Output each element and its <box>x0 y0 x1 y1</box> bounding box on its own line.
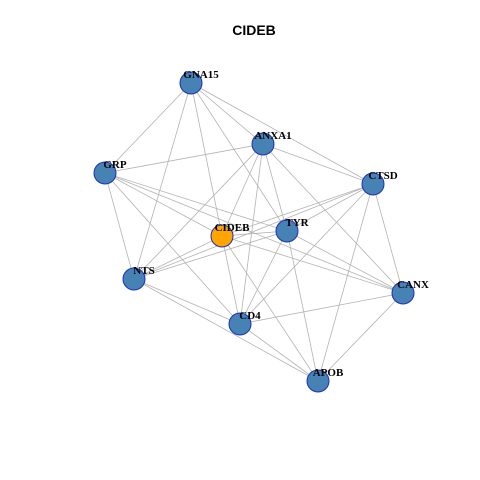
node-label-apob: APOB <box>313 367 344 379</box>
edge-tyr-apob <box>286 230 319 382</box>
edge-tyr-cd4 <box>239 230 288 325</box>
edge-gna15-cideb <box>190 82 223 237</box>
edge-ctsd-tyr <box>286 183 374 232</box>
edge-ctsd-cideb <box>221 183 374 237</box>
node-grp[interactable] <box>93 161 117 185</box>
edge-grp-tyr <box>104 172 288 232</box>
node-label-ctsd: CTSD <box>368 170 397 182</box>
edge-tyr-canx <box>286 230 404 294</box>
node-label-grp: GRP <box>103 159 127 171</box>
node-label-tyr: TYR <box>285 217 309 229</box>
edge-canx-apob <box>317 292 404 382</box>
node-tyr[interactable] <box>275 219 299 243</box>
edge-anxa1-tyr <box>262 143 288 232</box>
edge-layer <box>104 82 404 382</box>
edge-anxa1-ctsd <box>262 143 374 185</box>
node-label-gna15: GNA15 <box>183 69 219 81</box>
edge-ctsd-canx <box>372 183 404 294</box>
edge-ctsd-apob <box>317 183 374 382</box>
node-cideb[interactable] <box>210 224 234 248</box>
edge-gna15-tyr <box>190 82 288 232</box>
edge-tyr-nts <box>133 230 288 280</box>
edge-cideb-canx <box>221 235 404 294</box>
edge-nts-cd4 <box>133 278 241 325</box>
edge-cd4-apob <box>239 323 319 382</box>
edge-anxa1-nts <box>133 143 264 280</box>
edge-cideb-apob <box>221 235 319 382</box>
node-canx[interactable] <box>391 281 415 305</box>
edge-anxa1-cideb <box>221 143 264 237</box>
graph-title: CIDEB <box>232 22 276 38</box>
node-apob[interactable] <box>306 369 330 393</box>
node-ctsd[interactable] <box>361 172 385 196</box>
edge-gna15-anxa1 <box>190 82 264 145</box>
node-label-nts: NTS <box>133 265 154 277</box>
node-label-canx: CANX <box>397 279 429 291</box>
edge-ctsd-nts <box>133 183 374 280</box>
edge-anxa1-canx <box>262 143 404 294</box>
edge-grp-cideb <box>104 172 223 237</box>
edge-gna15-ctsd <box>190 82 374 185</box>
edge-nts-apob <box>133 278 319 382</box>
node-cd4[interactable] <box>228 312 252 336</box>
edge-grp-nts <box>104 172 135 280</box>
node-label-cd4: CD4 <box>239 310 261 322</box>
node-label-cideb: CIDEB <box>215 222 251 234</box>
node-gna15[interactable] <box>179 71 203 95</box>
edge-grp-canx <box>104 172 404 294</box>
node-layer <box>93 71 415 393</box>
edge-cideb-nts <box>133 235 223 280</box>
edge-ctsd-cd4 <box>239 183 374 325</box>
node-nts[interactable] <box>122 267 146 291</box>
edge-anxa1-grp <box>104 143 264 174</box>
edge-canx-cd4 <box>239 292 404 325</box>
edge-gna15-nts <box>133 82 192 280</box>
node-anxa1[interactable] <box>251 132 275 156</box>
edge-grp-cd4 <box>104 172 241 325</box>
node-label-anxa1: ANXA1 <box>254 130 291 142</box>
edge-gna15-grp <box>104 82 192 174</box>
